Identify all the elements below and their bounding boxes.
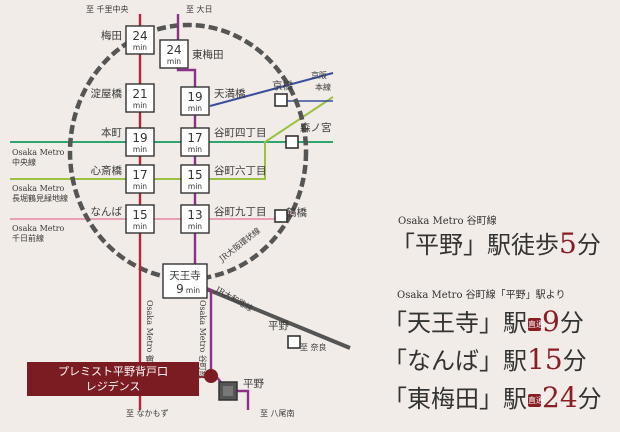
svg-text:19: 19 xyxy=(187,90,202,104)
walk-minutes: 5 xyxy=(559,227,577,260)
station-tanimachi4: 17 min 谷町四丁目 xyxy=(180,127,267,157)
svg-text:21: 21 xyxy=(132,87,147,101)
svg-text:24: 24 xyxy=(166,43,181,57)
station-tanimachi6: 15 min 谷町六丁目 xyxy=(180,164,267,194)
svg-text:なんば: なんば xyxy=(91,206,123,218)
row-name: 「東梅田」駅 xyxy=(383,385,527,413)
svg-text:min: min xyxy=(188,104,202,113)
time-row-namba: 「なんば」駅15分 xyxy=(383,346,587,374)
midosuji-line-label: Osaka Metro 御堂筋線 xyxy=(145,300,155,387)
station-tanimachi9: 13 min 谷町九丁目 xyxy=(180,204,267,234)
svg-text:19: 19 xyxy=(132,131,147,145)
property-name-line2: レジデンス xyxy=(85,380,141,393)
svg-text:鶴橋: 鶴橋 xyxy=(286,206,307,219)
row-unit: 分 xyxy=(559,309,584,337)
station-umeda: 24 min 梅田 xyxy=(101,25,155,55)
dir-north-tanimachi: 至 大日 xyxy=(186,4,213,14)
dir-south-tanimachi: 至 八尾南 xyxy=(260,408,295,418)
row-minutes: 15 xyxy=(527,343,563,376)
svg-text:谷町四丁目: 谷町四丁目 xyxy=(214,127,267,139)
jr-loop-line xyxy=(67,22,309,282)
svg-text:心斎橋: 心斎橋 xyxy=(91,164,123,177)
svg-text:min: min xyxy=(186,286,200,295)
property-name-line1: プレミスト平野背戸口 xyxy=(58,365,168,378)
svg-text:東梅田: 東梅田 xyxy=(192,48,224,61)
keihan-line-label: 京阪本線 xyxy=(311,70,331,92)
dir-south-midosuji: 至 なかもず xyxy=(126,408,169,418)
station-hirano: 平野 xyxy=(218,378,264,401)
time-row-tennoji: 「天王寺」駅直通9分 xyxy=(383,308,584,336)
svg-text:平野: 平野 xyxy=(243,378,264,390)
svg-text:min: min xyxy=(133,145,147,154)
station-tsuruhashi: 鶴橋 xyxy=(274,206,307,223)
row-name: 「なんば」駅 xyxy=(383,347,527,375)
svg-text:京橋: 京橋 xyxy=(272,79,293,92)
station-temmabashi: 19 min 天満橋 xyxy=(180,86,246,116)
nagahori-line xyxy=(10,96,334,180)
svg-text:13: 13 xyxy=(187,208,202,222)
from-caption: Osaka Metro 谷町線「平野」駅より xyxy=(397,290,566,301)
tanimachi-line xyxy=(176,14,250,410)
walk-time: 「平野」駅徒歩5分 xyxy=(391,230,601,258)
walk-destination: 「平野」駅徒歩 xyxy=(391,231,559,259)
svg-text:9: 9 xyxy=(176,282,184,296)
jr-yamatoji-label: JR大和路線 xyxy=(213,284,255,314)
svg-text:min: min xyxy=(188,222,202,231)
direct-badge: 直通 xyxy=(528,318,544,331)
station-yodoyabashi: 21 min 淀屋橋 xyxy=(91,83,155,113)
svg-text:17: 17 xyxy=(132,168,147,182)
svg-text:min: min xyxy=(133,101,147,110)
svg-text:24: 24 xyxy=(132,29,147,43)
walk-line-caption: Osaka Metro 谷町線 xyxy=(398,216,497,227)
jr-yamatoji-line xyxy=(191,281,351,350)
row-name: 「天王寺」駅 xyxy=(383,309,527,337)
dir-north-midosuji: 至 千里中央 xyxy=(86,4,129,14)
walk-unit: 分 xyxy=(576,231,601,259)
svg-text:谷町九丁目: 谷町九丁目 xyxy=(214,206,267,218)
svg-text:15: 15 xyxy=(187,168,202,182)
station-hommachi: 19 min 本町 xyxy=(101,126,155,157)
row-unit: 分 xyxy=(577,385,602,413)
dir-nara: 至 奈良 xyxy=(300,342,327,352)
station-hirano-jr: 平野 xyxy=(268,320,301,349)
svg-text:天満橋: 天満橋 xyxy=(214,87,246,100)
row-minutes: 24 xyxy=(542,381,578,414)
svg-text:梅田: 梅田 xyxy=(101,29,122,42)
svg-text:15: 15 xyxy=(132,208,147,222)
svg-text:森ノ宮: 森ノ宮 xyxy=(300,121,332,134)
keihan-line xyxy=(209,72,334,107)
svg-text:平野: 平野 xyxy=(268,320,289,332)
svg-text:min: min xyxy=(133,43,147,52)
time-row-higashiumeda: 「東梅田」駅直通24分 xyxy=(383,384,602,412)
tanimachi-line-label: Osaka Metro 谷町線 xyxy=(198,300,208,379)
direct-badge: 直通 xyxy=(528,394,544,407)
svg-text:min: min xyxy=(167,57,181,66)
station-shinsaibashi: 17 min 心斎橋 xyxy=(91,164,155,194)
station-tennoji: 天王寺 9 min xyxy=(162,263,208,299)
station-morinomiya: 森ノ宮 xyxy=(285,121,332,149)
property-name-label: プレミスト平野背戸口 レジデンス xyxy=(27,362,199,396)
row-unit: 分 xyxy=(562,347,587,375)
svg-text:天王寺: 天王寺 xyxy=(169,270,201,282)
station-higashiumeda: 24 min 東梅田 xyxy=(159,39,224,69)
station-namba: 15 min なんば xyxy=(91,204,155,234)
svg-text:min: min xyxy=(188,145,202,154)
svg-text:17: 17 xyxy=(187,131,202,145)
svg-text:淀屋橋: 淀屋橋 xyxy=(91,87,123,100)
svg-text:min: min xyxy=(188,182,202,191)
svg-text:min: min xyxy=(133,182,147,191)
station-kyobashi: 京橋 xyxy=(272,79,293,107)
property-marker xyxy=(204,369,218,383)
row-minutes: 9 xyxy=(542,305,560,338)
svg-text:min: min xyxy=(133,222,147,231)
svg-text:谷町六丁目: 谷町六丁目 xyxy=(214,165,267,177)
svg-text:本町: 本町 xyxy=(101,126,122,139)
